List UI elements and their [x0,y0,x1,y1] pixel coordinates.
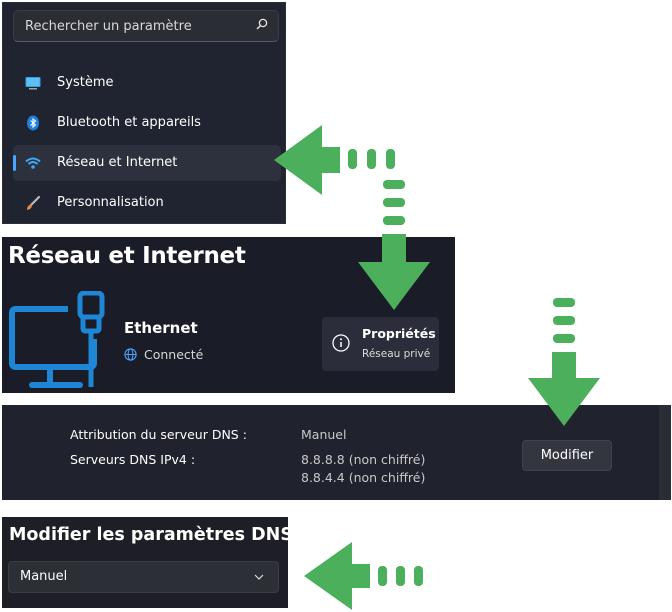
ethernet-computer-icon [9,291,105,388]
connection-status-text: Connecté [144,347,204,362]
dns-mode-selected: Manuel [20,569,68,584]
sidebar-item-systeme[interactable]: Système [13,65,281,101]
dns-assignment-value: Manuel [301,427,347,442]
properties-title: Propriétés [362,326,436,341]
scrollbar-track[interactable] [659,405,671,500]
sidebar-item-bluetooth[interactable]: Bluetooth et appareils [13,105,281,141]
sidebar-item-personnalisation[interactable]: Personnalisation [13,185,281,221]
sidebar-item-label: Personnalisation [57,195,164,210]
down-arrow-icon [528,298,600,426]
properties-subtitle: Réseau privé [362,348,431,360]
dialog-title: Modifier les paramètres DNS [9,525,293,545]
dns-mode-select[interactable]: Manuel [8,561,279,593]
globe-icon [124,348,137,361]
info-icon [332,334,350,352]
dns-ipv4-value-primary: 8.8.8.8 (non chiffré) [301,452,426,467]
dns-ipv4-value-secondary: 8.8.4.4 (non chiffré) [301,470,426,485]
monitor-icon [25,77,41,90]
search-placeholder: Rechercher un paramètre [25,19,192,34]
sidebar-item-label: Réseau et Internet [57,155,178,170]
sidebar-item-label: Bluetooth et appareils [57,115,201,130]
dns-settings-panel: Modifier les paramètres DNS Manuel [2,517,293,608]
dns-ipv4-label: Serveurs DNS IPv4 : [70,452,196,467]
connection-name: Ethernet [124,319,198,337]
search-input[interactable]: Rechercher un paramètre [13,10,279,42]
dns-assignment-label: Attribution du serveur DNS : [70,427,247,442]
settings-nav-panel: Rechercher un paramètre Système Bluetoot… [2,2,286,224]
chevron-down-icon [254,574,264,580]
wifi-icon [25,157,41,169]
down-arrow-icon [358,180,430,310]
search-icon[interactable] [256,18,268,30]
modify-dns-button[interactable]: Modifier [522,440,612,471]
bluetooth-icon [27,115,39,131]
properties-button[interactable]: Propriétés Réseau privé [322,317,439,371]
page-title: Réseau et Internet [8,243,246,269]
sidebar-item-reseau[interactable]: Réseau et Internet [13,145,281,181]
left-arrow-icon [274,125,395,195]
left-arrow-icon [304,542,423,610]
brush-icon [27,195,41,210]
dns-info-panel: Attribution du serveur DNS : Manuel Serv… [2,405,671,500]
selection-indicator [13,155,16,171]
sidebar-item-label: Système [57,75,114,90]
